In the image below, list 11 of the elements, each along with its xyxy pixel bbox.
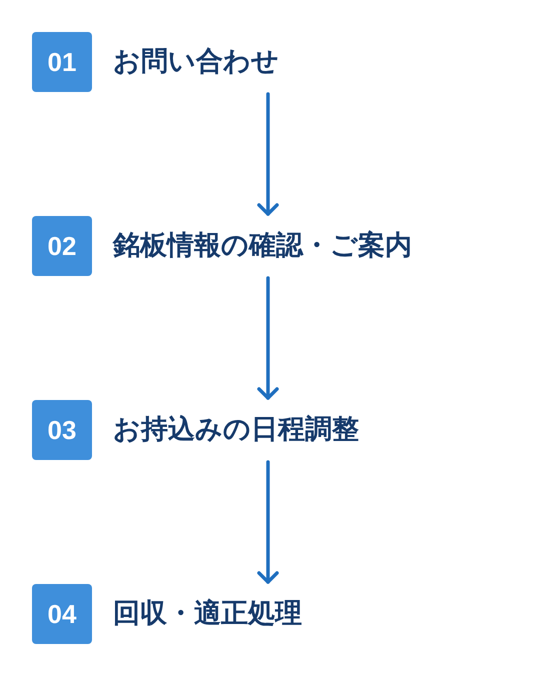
step-title: お問い合わせ: [113, 44, 279, 79]
step-number-badge: 01: [32, 32, 92, 92]
step-number-badge: 03: [32, 400, 92, 460]
step-title: 銘板情報の確認・ご案内: [113, 228, 412, 263]
arrow: [257, 92, 279, 216]
step-number-badge: 02: [32, 216, 92, 276]
step-title: 回収・適正処理: [113, 596, 302, 631]
arrow: [257, 460, 279, 584]
arrow: [257, 276, 279, 400]
step-title: お持込みの日程調整: [113, 412, 359, 447]
step-number-badge: 04: [32, 584, 92, 644]
